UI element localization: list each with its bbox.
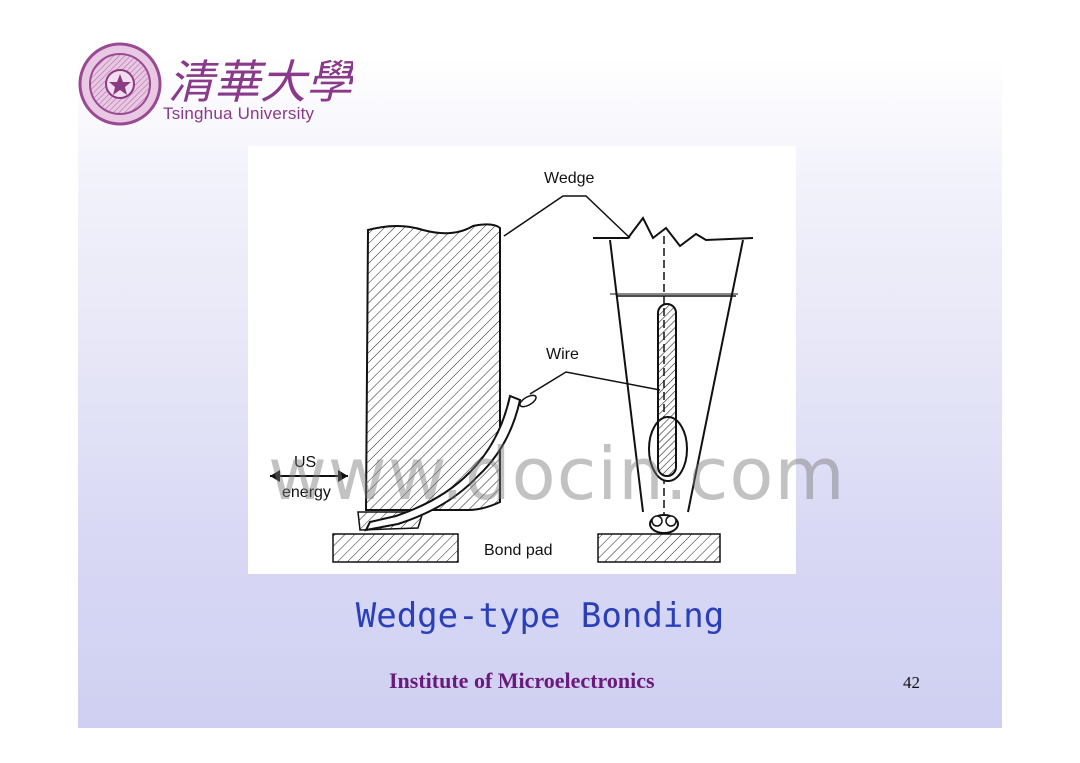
label-us: US: [294, 454, 317, 471]
label-wire: Wire: [546, 346, 579, 363]
right-bond-pad: [597, 533, 721, 563]
label-energy: energy: [282, 484, 331, 501]
wire-leader-line: [529, 371, 661, 395]
wedge-bonding-diagram: [270, 195, 754, 563]
left-bond-wire: [364, 394, 522, 532]
left-wedge-tool: [364, 223, 501, 511]
label-bond-pad: Bond pad: [484, 542, 553, 559]
university-logo: 清華大學: [78, 42, 353, 126]
left-bond-pad: [332, 533, 459, 563]
footer-institute: Institute of Microelectronics: [389, 668, 655, 693]
logo-chinese-text: 清華大學: [168, 55, 353, 109]
slide-title: Wedge-type Bonding: [355, 596, 725, 636]
logo-english-text: Tsinghua University: [163, 104, 315, 123]
label-wedge: Wedge: [544, 170, 595, 187]
right-wedge-tool: [593, 216, 754, 248]
watermark-text: www.docin.com: [268, 432, 846, 516]
wedge-leader-lines: [503, 195, 631, 239]
wedge-bonding-figure: Wedge Wire US energy Bond pad: [248, 146, 796, 574]
page-number: 42: [903, 673, 920, 692]
